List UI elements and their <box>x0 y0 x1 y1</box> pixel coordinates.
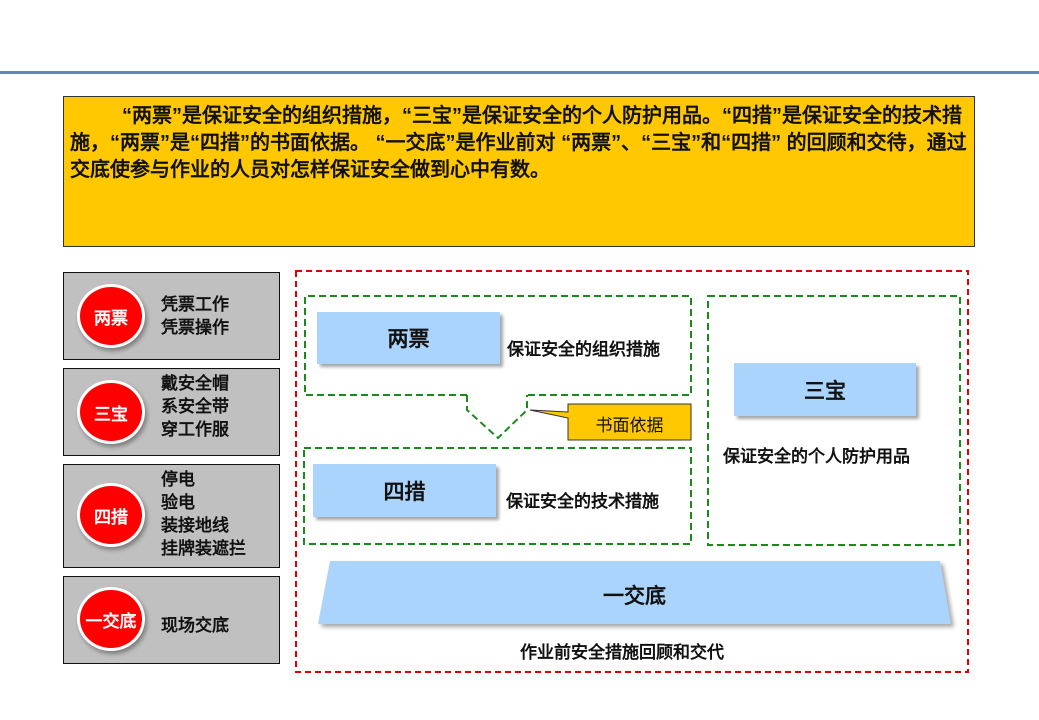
sanbao-frame <box>707 295 961 546</box>
badge-sanbao: 三宝 <box>77 380 145 444</box>
callout-text: 书面依据 <box>595 416 664 435</box>
yijiaodi-desc: 作业前安全措施回顾和交代 <box>520 643 724 662</box>
liangpiao-desc: 保证安全的组织措施 <box>507 340 660 359</box>
header-rule <box>0 71 1039 74</box>
intro-text: “两票”是保证安全的组织措施，“三宝”是保证安全的个人防护用品。“四措”是保证安… <box>63 96 975 247</box>
liangpiao-frame <box>304 295 692 440</box>
item: 系安全带 <box>161 397 229 416</box>
badge-sicuo: 四措 <box>77 483 145 547</box>
callout-shape <box>529 403 692 441</box>
items-liangpiao: 凭票工作 凭票操作 <box>161 293 229 339</box>
item: 停电 <box>161 470 195 489</box>
badge-liangpiao: 两票 <box>77 284 145 348</box>
sicuo-frame <box>303 447 692 545</box>
sanbao-box: 三宝 <box>734 363 916 416</box>
outer-frame <box>295 270 969 673</box>
panel-sicuo: 四措 停电 验电 装接地线 挂牌装遮拦 <box>63 464 280 568</box>
item: 穿工作服 <box>161 420 229 439</box>
panel-liangpiao: 两票 凭票工作 凭票操作 <box>63 272 280 360</box>
sicuo-box: 四措 <box>313 464 496 517</box>
yijiaodi-title: 一交底 <box>603 585 666 608</box>
item: 现场交底 <box>161 616 229 635</box>
liangpiao-box: 两票 <box>317 312 500 364</box>
items-sanbao: 戴安全帽 系安全带 穿工作服 <box>161 372 229 441</box>
item: 挂牌装遮拦 <box>161 539 246 558</box>
item: 戴安全帽 <box>161 374 229 393</box>
item: 验电 <box>161 493 195 512</box>
items-yijiaodi: 现场交底 <box>161 614 229 637</box>
sanbao-desc: 保证安全的个人防护用品 <box>723 447 910 466</box>
sicuo-desc: 保证安全的技术措施 <box>506 492 659 511</box>
panel-sanbao: 三宝 戴安全帽 系安全带 穿工作服 <box>63 368 280 456</box>
panel-yijiaodi: 一交底 现场交底 <box>63 576 280 664</box>
item: 凭票操作 <box>161 318 229 337</box>
items-sicuo: 停电 验电 装接地线 挂牌装遮拦 <box>161 468 246 560</box>
item: 装接地线 <box>161 516 229 535</box>
badge-yijiaodi: 一交底 <box>77 587 145 651</box>
item: 凭票工作 <box>161 295 229 314</box>
yijiaodi-trapezoid <box>318 561 951 624</box>
